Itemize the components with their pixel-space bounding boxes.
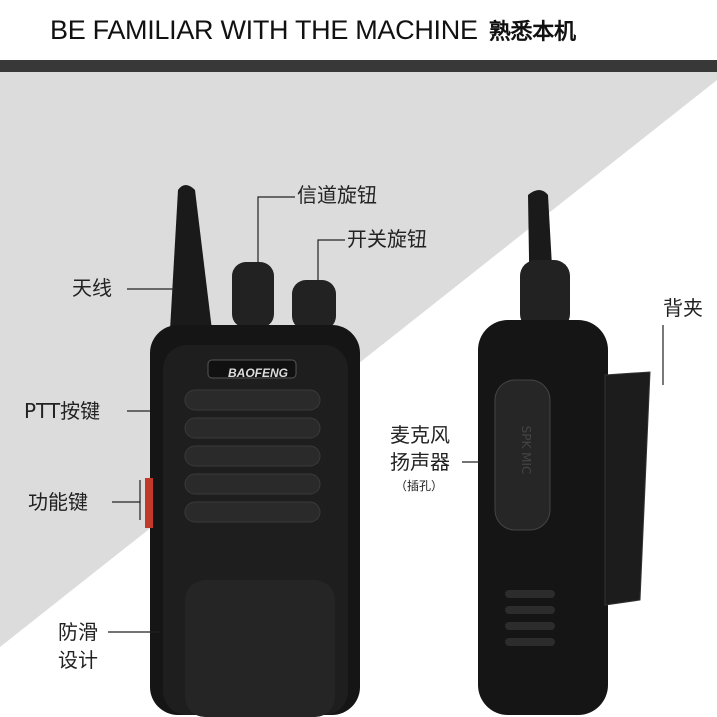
leader-lines — [108, 196, 664, 633]
label-antenna: 天线 — [72, 276, 112, 300]
title-chinese: 熟悉本机 — [488, 20, 576, 45]
title-english: BE FAMILIAR WITH THE MACHINE — [50, 15, 478, 45]
belt-clip — [604, 371, 651, 606]
page-title: BE FAMILIAR WITH THE MACHINE 熟悉本机 — [50, 14, 576, 46]
power-knob — [292, 280, 336, 330]
label-channel-knob: 信道旋钮 — [297, 183, 377, 207]
label-mic-1: 麦克风 — [390, 423, 450, 447]
label-anti-slip-2: 设计 — [58, 648, 98, 672]
mic-jack-cover — [494, 379, 551, 531]
label-belt-clip: 背夹 — [663, 296, 703, 320]
brand-logo: BAOFENG — [228, 366, 288, 380]
front-radio — [145, 185, 360, 717]
spk-mic-print: SPK MIC — [519, 426, 533, 475]
label-ptt: PTT按键 — [24, 399, 101, 423]
label-anti-slip-1: 防滑 — [58, 620, 98, 644]
side-radio: SPK MIC — [478, 190, 651, 715]
label-power-knob: 开关旋钮 — [347, 227, 427, 251]
label-mic-2: 扬声器 — [390, 450, 450, 474]
header-divider-bar — [0, 60, 717, 72]
channel-knob — [232, 262, 274, 328]
label-mic-jack: （插孔） — [395, 479, 444, 493]
antenna — [170, 185, 212, 330]
label-function-keys: 功能键 — [28, 490, 88, 514]
